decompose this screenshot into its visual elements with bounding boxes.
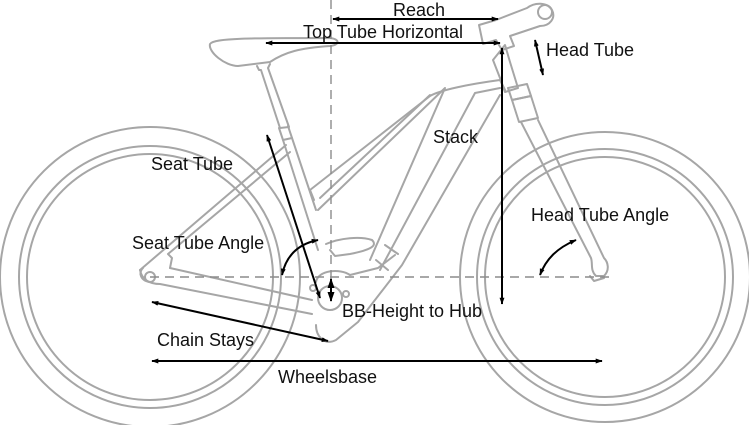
fork-leg	[520, 119, 609, 277]
chain-stays	[139, 267, 313, 315]
seat-tube	[282, 137, 319, 251]
wheelbase-label: Wheelsbase	[278, 367, 377, 387]
seat-stays	[139, 144, 291, 271]
seat-tube-angle-label: Seat Tube Angle	[132, 233, 264, 253]
head-tube	[492, 44, 519, 93]
motor-guard	[375, 244, 399, 271]
chain-stays-arrow	[151, 300, 329, 343]
fork-upper	[511, 95, 539, 123]
top-tube	[319, 94, 431, 199]
seat-tube-angle-arrow	[280, 238, 319, 276]
front-rim-outer	[476, 148, 734, 406]
down-tube-battery	[317, 87, 501, 271]
bb-height-to-hub-label: BB-Height to Hub	[342, 301, 482, 321]
motor-bolt-2	[342, 290, 350, 298]
handlebar-end	[537, 4, 553, 20]
motor-housing	[325, 236, 375, 257]
seatpost	[256, 63, 290, 129]
stem	[478, 2, 555, 51]
head-tube-arrow	[534, 39, 544, 76]
front-wheel	[459, 131, 749, 423]
rear-dropout	[139, 267, 153, 283]
head-tube-angle-arrow	[539, 239, 577, 276]
head-tube-label: Head Tube	[546, 40, 634, 60]
seat-tube-label: Seat Tube	[151, 154, 233, 174]
top-tube-horizontal-label: Top Tube Horizontal	[303, 22, 463, 42]
stack-label: Stack	[433, 127, 479, 147]
seat-tube-arrow	[266, 134, 321, 299]
reach-label: Reach	[393, 0, 445, 20]
chain-stays-label: Chain Stays	[157, 330, 254, 350]
front-tire-outer	[459, 131, 749, 423]
head-tube-angle-label: Head Tube Angle	[531, 205, 669, 225]
motor-outline	[315, 254, 396, 283]
